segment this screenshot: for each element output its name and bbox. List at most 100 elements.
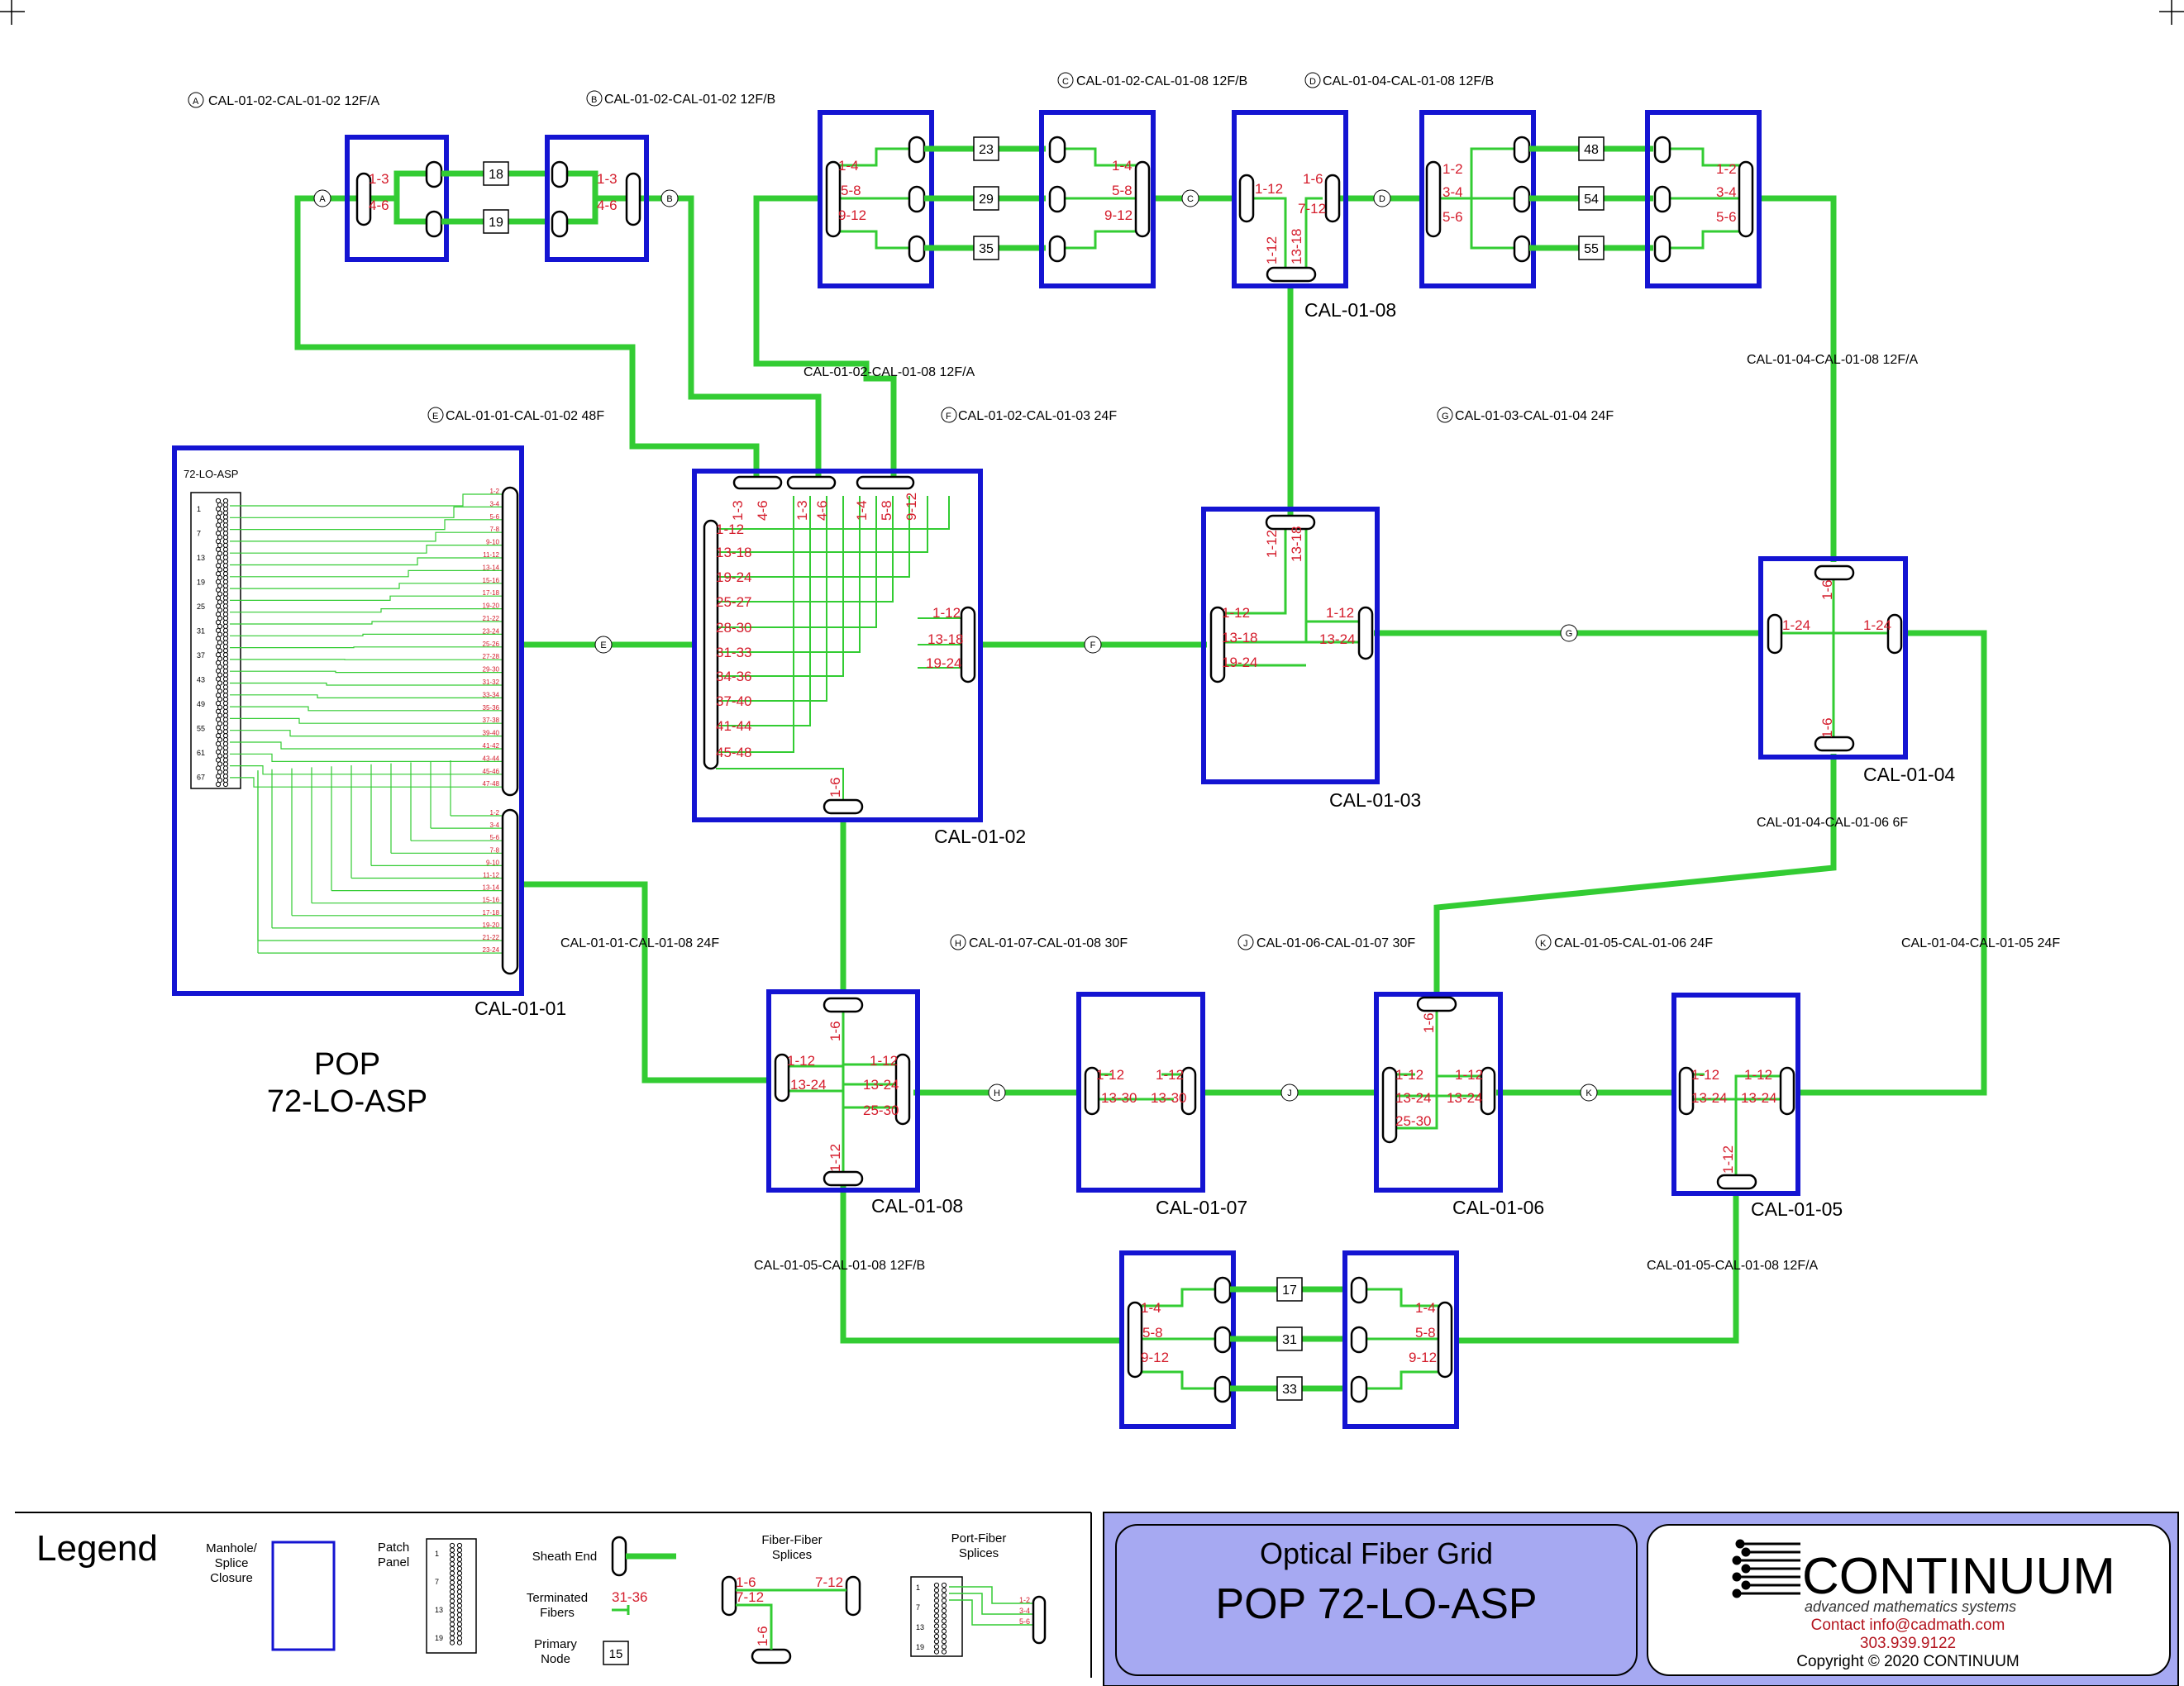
fiber-label: 1-4 (854, 500, 870, 521)
fiber-label: 13-24 (1691, 1090, 1727, 1106)
legend-port (456, 1640, 463, 1646)
primary-node (1578, 186, 1605, 211)
cable-label-e: CAL-01-01-CAL-01-02 48F (446, 409, 604, 423)
fiber-label: 13-18 (1289, 526, 1304, 562)
fiber-label: 1-6 (1819, 717, 1835, 738)
fiber-label: 1-12 (1744, 1067, 1772, 1083)
node-letter: B (666, 194, 672, 204)
legend-port (449, 1552, 455, 1558)
fiber-label: 1-4 (1415, 1300, 1436, 1316)
svg-text:J: J (1243, 939, 1248, 949)
node-letter: J (1287, 1088, 1292, 1098)
legend-port (449, 1561, 455, 1567)
contact-email[interactable]: Contact info@cadmath.com (1811, 1617, 2005, 1634)
patch-wire (230, 544, 504, 554)
primary-node (1578, 236, 1605, 260)
patch-port-number: 49 (197, 700, 205, 708)
patch-panel-ports (215, 498, 229, 788)
legend-port (941, 1618, 947, 1624)
fiber-label: 1-2 (1716, 161, 1737, 177)
legend-port (456, 1617, 463, 1622)
legend-port (933, 1628, 940, 1634)
legend-port (456, 1552, 463, 1558)
patch-range: 3-4 (489, 500, 499, 507)
cable-labels: A CAL-01-02-CAL-01-02 12F/A B CAL-01-02-… (188, 72, 2060, 1273)
legend-port-number: 1 (435, 1550, 439, 1558)
closure-d-left: 1-2 3-4 5-6 (1419, 110, 1536, 288)
legend-port (941, 1649, 947, 1655)
cable-label-g: CAL-01-03-CAL-01-04 24F (1455, 409, 1614, 423)
legend-pf-sample: 1-2 (1019, 1596, 1030, 1604)
patch-panel-wires (230, 493, 504, 954)
legend-port (449, 1556, 455, 1562)
patch-wire (230, 682, 504, 686)
closure-c-left: 1-4 5-8 9-12 (818, 110, 934, 288)
legend-port-number: 19 (435, 1634, 443, 1642)
legend-port (941, 1613, 947, 1619)
fiber-label: 1-24 (1782, 617, 1810, 633)
patch-port (215, 781, 222, 788)
legend-port (449, 1575, 455, 1581)
primary-node (973, 186, 999, 211)
fiber-label: 5-8 (1142, 1325, 1163, 1341)
fiber-label: 13-18 (716, 545, 751, 560)
patch-range: 15-16 (483, 577, 500, 584)
primary-node (483, 209, 509, 234)
fiber-label: 1-12 (1455, 1067, 1483, 1083)
legend-port (933, 1598, 940, 1603)
legend-port (941, 1623, 947, 1629)
node-letter-circle (988, 1084, 1006, 1102)
patch-range: 3-4 (489, 822, 499, 829)
svg-text:A: A (193, 97, 199, 107)
patch-range: 39-40 (483, 730, 500, 737)
patch-range: 9-10 (486, 539, 500, 546)
patch-range: 33-34 (483, 691, 500, 698)
patch-range: 5-6 (489, 834, 499, 841)
patch-wire (230, 621, 504, 625)
legend-port (456, 1626, 463, 1631)
primary-node-number: 54 (1584, 193, 1599, 207)
closure-bottom-right: 1-4 5-8 9-12 (1342, 1250, 1459, 1429)
fiber-label: 1-3 (730, 500, 746, 521)
fiber-label: 1-4 (1141, 1300, 1161, 1316)
patch-wire (230, 493, 504, 507)
legend-ff-sample: 7-12 (815, 1574, 843, 1590)
legend-port (933, 1639, 940, 1645)
fiber-label: 1-6 (827, 1021, 843, 1041)
fiber-label: 1-12 (1395, 1067, 1423, 1083)
patch-range: 21-22 (483, 934, 500, 941)
legend-port (456, 1603, 463, 1608)
fiber-label: 1-12 (1691, 1067, 1719, 1083)
fiber-label: 4-6 (597, 198, 618, 213)
fiber-label: 25-30 (1395, 1113, 1431, 1129)
legend-manhole-label: Manhole/ (206, 1541, 258, 1555)
fiber-label: 5-8 (1415, 1325, 1436, 1341)
legend-port (456, 1635, 463, 1641)
splice-wire (716, 496, 910, 578)
fiber-label: 1-12 (1264, 530, 1280, 558)
fiber-label: 1-6 (827, 777, 843, 798)
patch-port-number: 37 (197, 651, 205, 660)
patch-panel-ranges: 1-23-45-67-89-1011-1213-1415-1617-1819-2… (483, 488, 500, 954)
fiber-label: 3-4 (1716, 184, 1737, 200)
patch-port-number: 43 (197, 676, 205, 684)
patch-range: 17-18 (483, 909, 500, 917)
closure-name: CAL-01-04 (1863, 764, 1955, 785)
node-letter-circle (1560, 624, 1578, 642)
legend-sheath-label: Sheath End (532, 1550, 597, 1564)
node-letter: C (1187, 194, 1194, 204)
legend-pf-wire (949, 1593, 1033, 1615)
cable-label: CAL-01-01-CAL-01-08 24F (560, 936, 719, 950)
patch-wire (230, 583, 504, 589)
primary-node (1276, 1277, 1303, 1302)
fiber-label: 1-24 (1863, 617, 1891, 633)
legend-port (449, 1640, 455, 1646)
splice-wire (716, 496, 827, 702)
legend-port (933, 1633, 940, 1640)
legend-port (933, 1649, 940, 1655)
closure-name: CAL-01-01 (474, 998, 566, 1019)
fiber-label: 1-3 (369, 171, 389, 187)
